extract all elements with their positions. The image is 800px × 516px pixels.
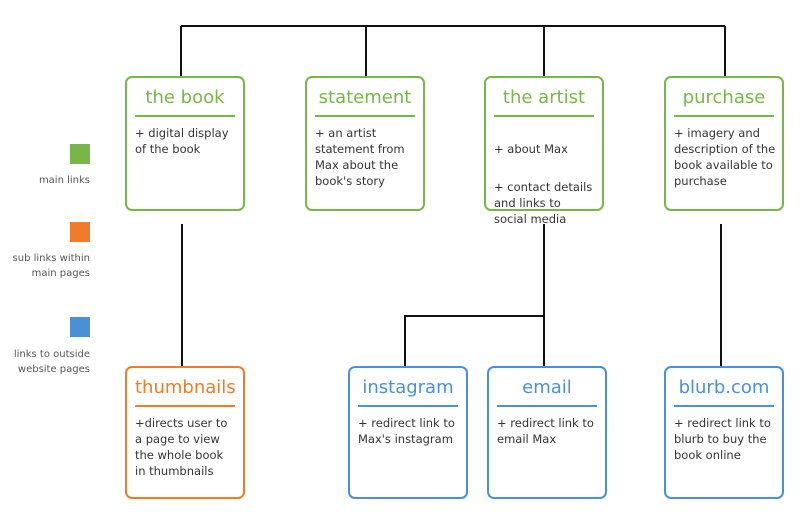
node-title: email	[497, 377, 597, 407]
node-blurb[interactable]: blurb.com + redirect link to blurb to bu…	[664, 366, 784, 499]
node-purchase[interactable]: purchase + imagery and description of th…	[664, 76, 784, 211]
node-the-book[interactable]: the book + digital display of the book	[125, 76, 245, 211]
node-description: + an artist statement from Max about the…	[315, 126, 405, 188]
node-title: thumbnails	[135, 377, 236, 407]
node-description: +directs user to a page to view the whol…	[135, 416, 228, 478]
node-title: the book	[135, 87, 235, 117]
node-description-line: + about Max	[494, 142, 568, 156]
legend-label-sub: sub links within main pages	[12, 253, 90, 279]
node-description: + redirect link to email Max	[497, 416, 594, 446]
node-description: + about Max + contact details and links …	[486, 117, 602, 249]
node-instagram[interactable]: instagram + redirect link to Max's insta…	[348, 366, 468, 499]
node-statement[interactable]: statement + an artist statement from Max…	[305, 76, 425, 211]
legend-label-external: links to outside website pages	[13, 349, 90, 375]
node-the-artist[interactable]: the artist + about Max + contact details…	[484, 76, 604, 226]
node-title: statement	[315, 87, 415, 117]
node-title: the artist	[494, 87, 594, 117]
node-title: purchase	[674, 87, 774, 117]
node-email[interactable]: email + redirect link to email Max	[487, 366, 607, 499]
node-description: + imagery and description of the book av…	[674, 126, 776, 188]
legend-label-main: main links	[38, 175, 90, 186]
node-title: instagram	[358, 377, 458, 407]
legend-swatch-external	[70, 317, 90, 337]
node-description: + redirect link to Max's instagram	[358, 416, 455, 446]
node-description: + redirect link to blurb to buy the book…	[674, 416, 771, 462]
node-description: + digital display of the book	[135, 126, 229, 156]
legend-swatch-main	[70, 144, 90, 164]
legend-swatch-sub	[70, 222, 90, 242]
node-thumbnails[interactable]: thumbnails +directs user to a page to vi…	[125, 366, 245, 499]
node-title: blurb.com	[674, 377, 774, 407]
node-description-line: + contact details and links to social me…	[494, 180, 593, 226]
